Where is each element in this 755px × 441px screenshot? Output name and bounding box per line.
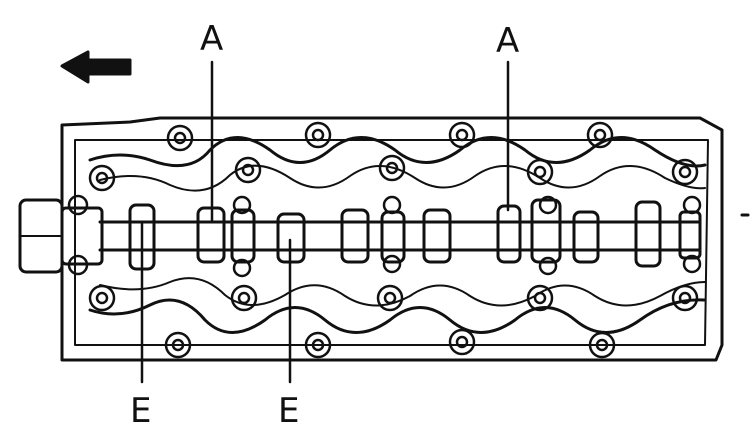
cam-lobes	[128, 198, 702, 271]
camshaft-nose	[60, 206, 104, 266]
cylinder-head-outline	[60, 116, 724, 362]
cylinder-head-inner-edge	[74, 139, 709, 346]
label-a-left: A	[200, 19, 223, 59]
arrow-left-icon	[60, 50, 132, 84]
upper-gasket-contour-inner	[99, 164, 706, 192]
label-a-right: A	[496, 21, 519, 61]
label-e-right: E	[278, 391, 299, 431]
label-e-left: E	[130, 391, 151, 431]
lower-gasket-contour-inner	[99, 277, 706, 307]
upper-gasket-contour	[88, 136, 707, 168]
head-bolts	[67, 121, 702, 359]
camshaft-body	[98, 220, 702, 252]
lower-gasket-contour	[88, 298, 707, 334]
